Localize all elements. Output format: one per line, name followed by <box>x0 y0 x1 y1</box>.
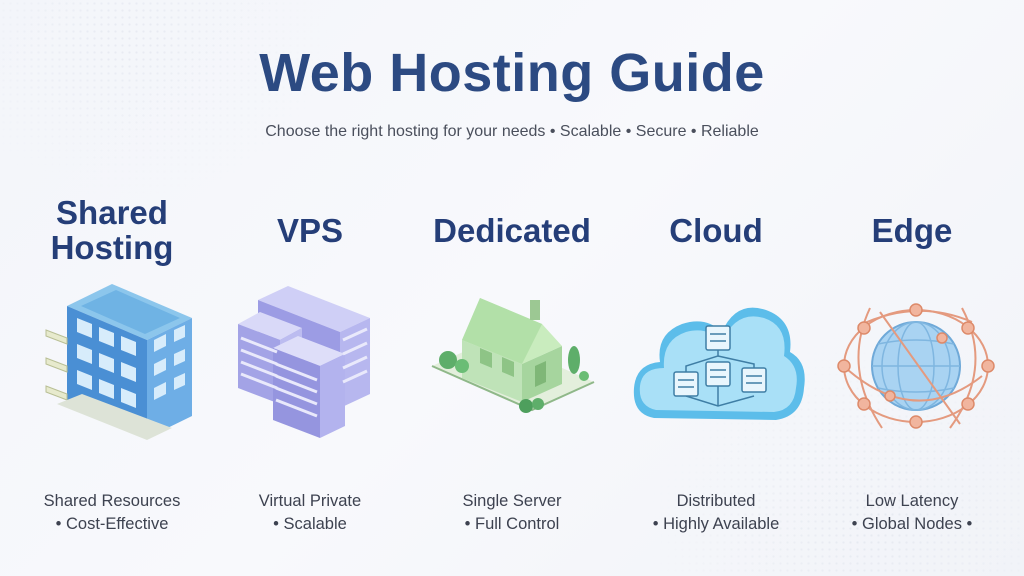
description-line: • Global Nodes • <box>851 515 973 533</box>
column-description: Shared Resources • Cost-Effective <box>12 490 212 536</box>
description-line: Distributed <box>676 492 756 510</box>
cloud-servers-icon <box>633 307 805 420</box>
column-title-line: Shared <box>56 194 168 231</box>
description-line: • Full Control <box>464 515 560 533</box>
column-vps: VPS Virtual Private • Scalable <box>210 190 410 536</box>
column-dedicated: Dedicated Single Server • Full Control <box>412 190 612 536</box>
column-title: VPS <box>210 190 410 270</box>
column-description: Virtual Private • Scalable <box>210 490 410 536</box>
description-line: • Highly Available <box>652 515 780 533</box>
page-title: Web Hosting Guide <box>259 43 765 103</box>
column-title-line: VPS <box>276 211 344 249</box>
column-cloud: Cloud Distributed • Highly Available <box>616 190 816 536</box>
column-description: Distributed • Highly Available <box>616 490 816 536</box>
background-dots <box>0 0 330 200</box>
description-line: • Scalable <box>273 515 347 533</box>
house-icon <box>431 298 595 413</box>
description-line: Single Server <box>462 492 562 510</box>
column-title-line: Dedicated <box>433 211 591 249</box>
column-title-line: Edge <box>871 211 953 249</box>
description-line: Virtual Private <box>258 492 362 510</box>
column-title: Edge <box>812 190 1012 270</box>
column-title: Cloud <box>616 190 816 270</box>
page-subtitle: Choose the right hosting for your needs … <box>265 123 759 140</box>
column-title: Dedicated <box>412 190 612 270</box>
column-title: Shared Hosting <box>12 190 212 270</box>
column-description: Low Latency • Global Nodes • <box>812 490 1012 536</box>
apartment-building-icon <box>45 284 192 440</box>
server-buildings-icon <box>238 286 370 438</box>
description-line: Shared Resources <box>43 492 181 510</box>
column-title-line: Cloud <box>669 211 763 249</box>
globe-network-icon <box>837 303 995 429</box>
column-title-line: Hosting <box>50 229 174 266</box>
column-edge: Edge Low Latency • Global Nodes • <box>812 190 1012 536</box>
column-shared-hosting: Shared Hosting Shared Resources • Cost-E… <box>12 190 212 536</box>
column-description: Single Server • Full Control <box>412 490 612 536</box>
description-line: • Cost-Effective <box>55 515 169 533</box>
description-line: Low Latency <box>865 492 959 510</box>
